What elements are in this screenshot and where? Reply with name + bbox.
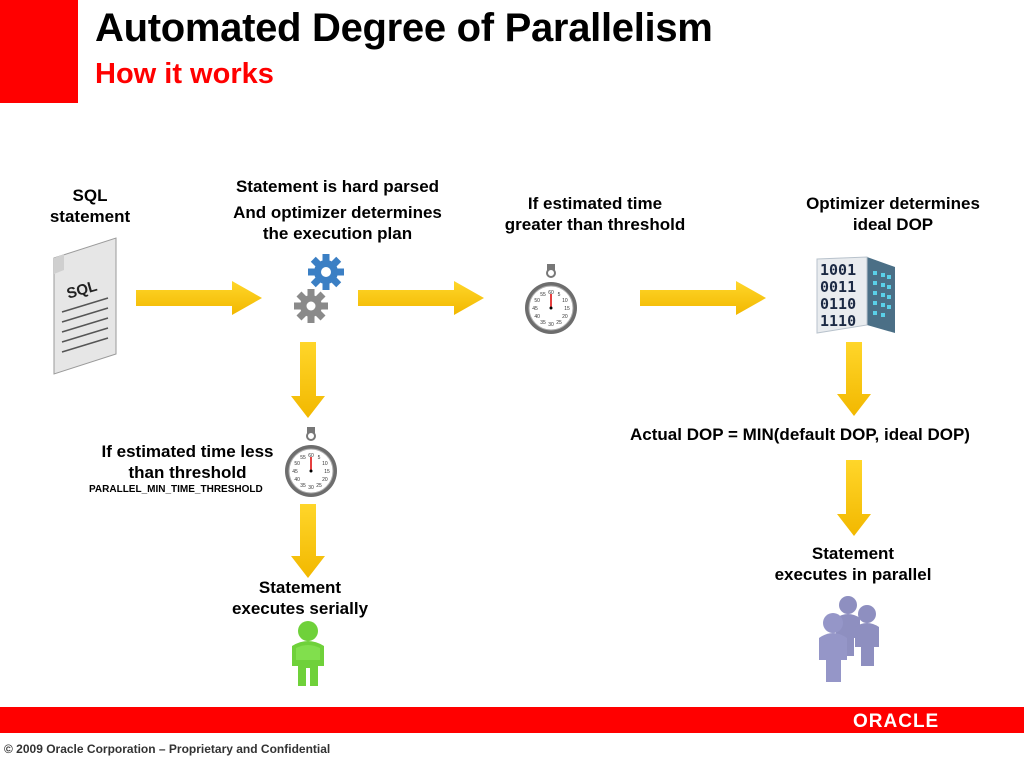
arrow-threshold-to-ideal (640, 281, 766, 315)
stopwatch-tick-label: 20 (562, 314, 568, 320)
binary-row: 1110 (820, 312, 856, 330)
ideal-dop-label-line2: ideal DOP (852, 215, 934, 234)
greater-threshold-label-line1: If estimated time (527, 194, 663, 213)
ideal-dop-label-line1: Optimizer determines (806, 194, 980, 213)
ideal-dop-label: Optimizer determines ideal DOP (778, 193, 1008, 235)
blue-gear (308, 254, 344, 290)
arrow-ideal-to-actual (837, 342, 871, 416)
stopwatch-tick-label: 55 (540, 292, 546, 298)
stopwatch-tick-label: 40 (294, 477, 300, 483)
actual-dop-formula: Actual DOP = MIN(default DOP, ideal DOP) (630, 425, 970, 444)
serial-execution-label-line1: Statement (258, 578, 342, 597)
binary-digits: 1001 0011 0110 1110 (820, 261, 856, 330)
user-group-icon (819, 596, 879, 682)
stopwatch-tick-label: 60 (308, 453, 314, 459)
page-subtitle: How it works (95, 58, 274, 90)
stopwatch-tick-label: 45 (292, 469, 298, 475)
oracle-logo: ORACLE (853, 711, 940, 732)
stopwatch-tick-label: 15 (564, 306, 570, 312)
stopwatch-tick-label: 25 (316, 483, 322, 489)
parallel-execution-label: Statement executes in parallel (748, 543, 958, 585)
brand-red-block (0, 0, 78, 103)
footer-bar (0, 707, 1024, 733)
single-user-icon (292, 621, 324, 686)
binary-server-icon: 1001 0011 0110 1110 (816, 256, 895, 334)
stopwatch-tick-label: 10 (322, 461, 328, 467)
gears-icon (294, 254, 344, 323)
stopwatch-tick-label: 55 (300, 455, 306, 461)
hard-parse-label: Statement is hard parsed And optimizer d… (205, 176, 470, 244)
arrow-parse-to-less (291, 342, 325, 418)
sql-statement-label-line2: statement (49, 207, 131, 226)
stopwatch-tick-label: 20 (322, 477, 328, 483)
arrow-parse-to-threshold (358, 281, 484, 315)
stopwatch-tick-label: 45 (532, 306, 538, 312)
sql-statement-label: SQL statement (40, 185, 140, 227)
stopwatch-tick-label: 50 (294, 461, 300, 467)
binary-row: 0011 (820, 278, 856, 296)
sql-statement-label-line1: SQL (72, 186, 108, 205)
stopwatch-tick-label: 5 (318, 455, 321, 461)
copyright-text: © 2009 Oracle Corporation – Proprietary … (4, 742, 331, 756)
stopwatch-tick-label: 30 (308, 485, 314, 491)
less-threshold-label: If estimated time less than threshold (80, 441, 295, 483)
page-title: Automated Degree of Parallelism (95, 6, 713, 50)
binary-row: 0110 (820, 295, 856, 313)
serial-execution-label-line2: executes serially (231, 599, 369, 618)
parallel-min-time-threshold-param: PARALLEL_MIN_TIME_THRESHOLD (89, 484, 263, 495)
greater-threshold-label: If estimated time greater than threshold (480, 193, 710, 235)
stopwatch-tick-label: 10 (562, 298, 568, 304)
serial-execution-label: Statement executes serially (200, 577, 400, 619)
parallel-execution-label-line2: executes in parallel (774, 565, 932, 584)
stopwatch-tick-label: 25 (556, 320, 562, 326)
stopwatch-tick-label: 35 (300, 483, 306, 489)
stopwatch-tick-label: 50 (534, 298, 540, 304)
stopwatch-tick-label: 5 (558, 292, 561, 298)
hard-parse-label-line1: Statement is hard parsed (235, 177, 440, 196)
stopwatch-tick-label: 60 (548, 290, 554, 296)
parallel-execution-label-line1: Statement (811, 544, 895, 563)
hard-parse-label-line2: And optimizer determines (233, 203, 442, 222)
arrow-less-to-serial (291, 504, 325, 578)
less-threshold-label-line1: If estimated time less (101, 442, 274, 461)
greater-threshold-label-line2: greater than threshold (504, 215, 686, 234)
binary-row: 1001 (820, 261, 856, 279)
arrow-actual-to-parallel (837, 460, 871, 536)
stopwatch-tick-label: 40 (534, 314, 540, 320)
stopwatch-tick-label: 35 (540, 320, 546, 326)
sql-document-icon: SQL (53, 237, 117, 375)
gray-gear (294, 289, 328, 323)
arrow-sql-to-parse (136, 281, 262, 315)
less-threshold-label-line2: than threshold (128, 463, 247, 482)
hard-parse-label-line3: the execution plan (262, 224, 413, 243)
stopwatch-tick-label: 15 (324, 469, 330, 475)
stopwatch-tick-label: 30 (548, 322, 554, 328)
